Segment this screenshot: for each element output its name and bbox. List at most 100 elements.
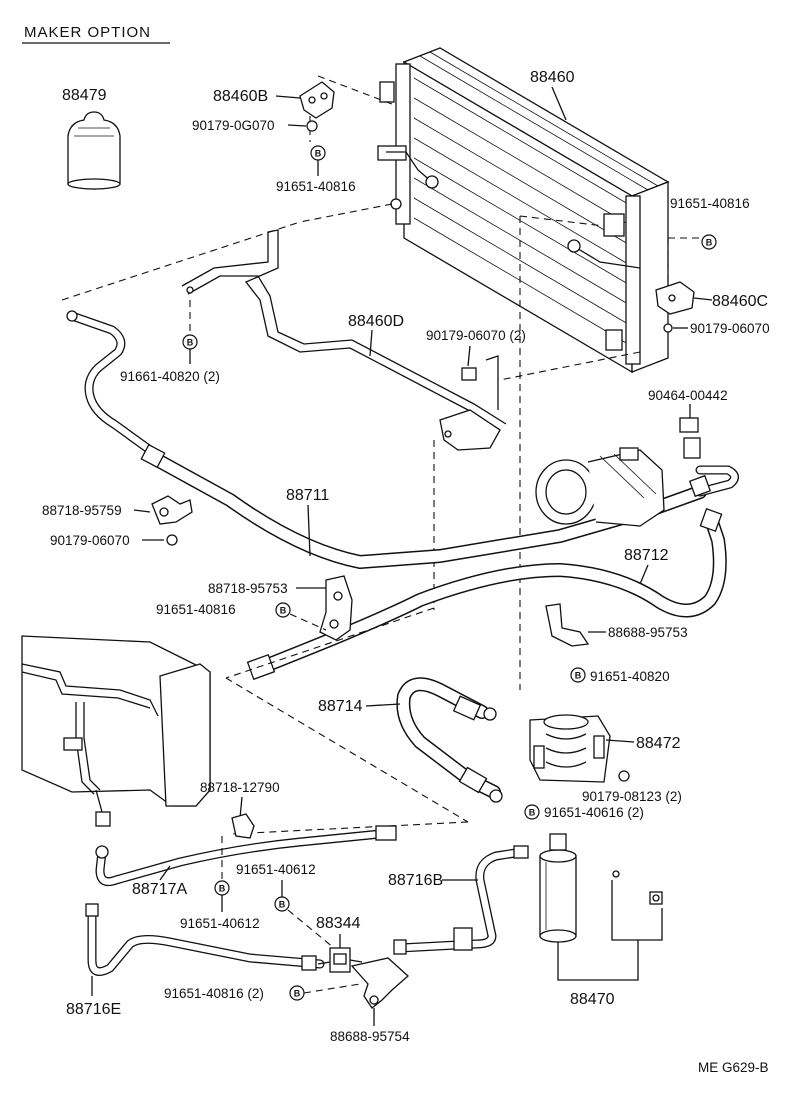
leader-line-88460c <box>693 297 713 301</box>
boot-88479 <box>67 111 121 190</box>
label-91651-40612-b: 91651-40612 <box>180 916 260 931</box>
label-91651-40816-mid: 91651-40816 <box>156 602 236 617</box>
bolt-symbol-icon: B <box>274 896 290 912</box>
pipe-88711 <box>66 310 739 569</box>
condenser-88460 <box>377 47 670 374</box>
svg-text:B: B <box>315 149 322 159</box>
label-88460d: 88460D <box>348 313 404 330</box>
nut-icon <box>306 120 318 132</box>
label-90179-06070-2: 90179-06070 (2) <box>426 328 526 343</box>
leader-line-88460b <box>275 95 301 99</box>
leader-line-88470-parts <box>611 880 663 941</box>
label-90179-06070-left: 90179-06070 <box>50 533 130 548</box>
label-90464-00442: 90464-00442 <box>648 388 728 403</box>
leader-88712-frame <box>225 607 435 679</box>
bolt-symbol-icon: B <box>275 602 291 618</box>
leader-line-88470 <box>557 940 639 981</box>
nut-icon <box>663 323 673 333</box>
switch-88344 <box>317 947 363 973</box>
bolt-symbol-icon: B <box>570 667 586 683</box>
svg-text:B: B <box>187 338 194 348</box>
label-91651-40816-right: 91651-40816 <box>670 196 750 211</box>
nut-icon <box>461 367 477 381</box>
leader-line-88718-12790 <box>239 796 243 819</box>
label-91651-40816-top: 91651-40816 <box>276 179 356 194</box>
leader-line-88460d <box>369 329 373 357</box>
label-88718-12790: 88718-12790 <box>200 780 280 795</box>
label-91661-40820: 91661-40820 (2) <box>120 369 220 384</box>
label-91651-40612-a: 91651-40612 <box>236 862 316 877</box>
label-88712: 88712 <box>624 547 669 564</box>
bracket-88460b <box>299 81 335 119</box>
diagram-code: ME G629-B <box>698 1060 769 1075</box>
svg-text:B: B <box>575 671 582 681</box>
hose-88712 <box>246 507 727 681</box>
leader-line-88714 <box>365 703 401 707</box>
leader-91651-40816-mid <box>289 613 327 631</box>
pipe-88716e <box>85 903 325 977</box>
pipe-88716b <box>393 845 529 955</box>
leader-line-88712 <box>639 564 649 585</box>
svg-text:B: B <box>279 900 286 910</box>
leader-condenser-left <box>299 203 393 223</box>
leader-88714-frame <box>225 677 469 823</box>
label-90179-08123: 90179-08123 (2) <box>582 789 682 804</box>
label-88714: 88714 <box>318 698 363 715</box>
label-88460: 88460 <box>530 69 575 86</box>
bolt-symbol-icon: B <box>214 880 230 896</box>
label-88344: 88344 <box>316 915 361 932</box>
leader-88460b <box>317 75 393 105</box>
bracket-88472 <box>529 714 611 783</box>
label-88718-95759: 88718-95759 <box>42 503 122 518</box>
compressor <box>535 447 665 527</box>
svg-text:B: B <box>706 238 713 248</box>
bolt-symbol-icon: B <box>701 234 717 250</box>
leader-pipe-top <box>61 221 301 301</box>
label-88472: 88472 <box>636 735 681 752</box>
clamp-88718-12790 <box>231 813 255 839</box>
receiver-88470 <box>539 833 577 943</box>
label-88716b: 88716B <box>388 872 443 889</box>
label-88460c: 88460C <box>712 293 768 310</box>
svg-text:B: B <box>280 606 287 616</box>
clamp-88718-95759 <box>151 495 193 525</box>
bolt-symbol-icon: B <box>182 334 198 350</box>
clamp-88718-95753 <box>319 575 353 641</box>
leader-88717a-frame <box>229 821 469 835</box>
leader-line-88472 <box>605 739 635 743</box>
leader-line-88718-95759 <box>133 509 151 513</box>
label-88688-95753: 88688-95753 <box>608 625 688 640</box>
label-88716e: 88716E <box>66 1001 121 1018</box>
o-ring-icon <box>612 870 620 878</box>
bolt-symbol-icon: B <box>524 804 540 820</box>
evaporator-unit <box>21 635 211 827</box>
svg-text:B: B <box>294 989 301 999</box>
label-88460b: 88460B <box>213 88 268 105</box>
label-88688-95754: 88688-95754 <box>330 1029 410 1044</box>
label-91651-40820: 91651-40820 <box>590 669 670 684</box>
leader-line-88460 <box>551 86 567 121</box>
leader-line-88717a <box>159 865 171 881</box>
header-title: MAKER OPTION <box>24 24 151 41</box>
clip-90464-00442 <box>679 404 701 459</box>
label-88718-95753: 88718-95753 <box>208 581 288 596</box>
label-88479: 88479 <box>62 87 107 104</box>
label-88717a: 88717A <box>132 881 187 898</box>
leader-line-90179-06070-2 <box>467 345 471 367</box>
bolt-symbol-icon: B <box>289 985 305 1001</box>
bracket-88688-95753 <box>545 603 590 647</box>
nut-icon <box>618 770 630 782</box>
label-88470: 88470 <box>570 991 615 1008</box>
hose-88714 <box>396 677 503 803</box>
svg-text:B: B <box>529 808 536 818</box>
label-90179-06070-right: 90179-06070 <box>690 321 770 336</box>
label-90179-0g070: 90179-0G070 <box>192 118 275 133</box>
label-91651-40616: 91651-40616 (2) <box>544 805 644 820</box>
bolt-symbol-icon: B <box>310 145 326 161</box>
bracket-88460d <box>181 229 507 451</box>
nut-icon <box>166 534 178 546</box>
leader-condenser-right <box>519 215 605 227</box>
leader-line-88711 <box>307 504 311 557</box>
